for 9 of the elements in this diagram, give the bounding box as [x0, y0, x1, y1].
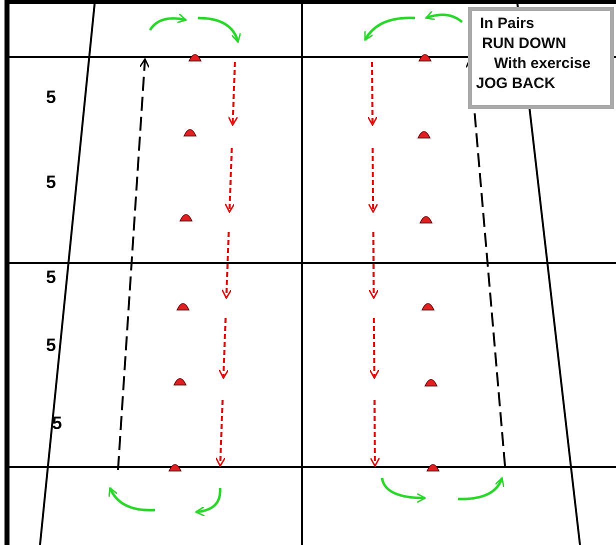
instruction-text: RUN DOWN [482, 35, 566, 52]
instruction-text: JOG BACK [476, 75, 556, 92]
distance-label: 5 [46, 268, 56, 286]
instruction-box [468, 7, 614, 109]
instruction-text: With exercise [494, 55, 591, 72]
distance-label: 5 [46, 173, 56, 191]
instruction-text: In Pairs [480, 15, 534, 32]
distance-label: 5 [46, 88, 56, 106]
distance-label: 5 [46, 336, 56, 354]
